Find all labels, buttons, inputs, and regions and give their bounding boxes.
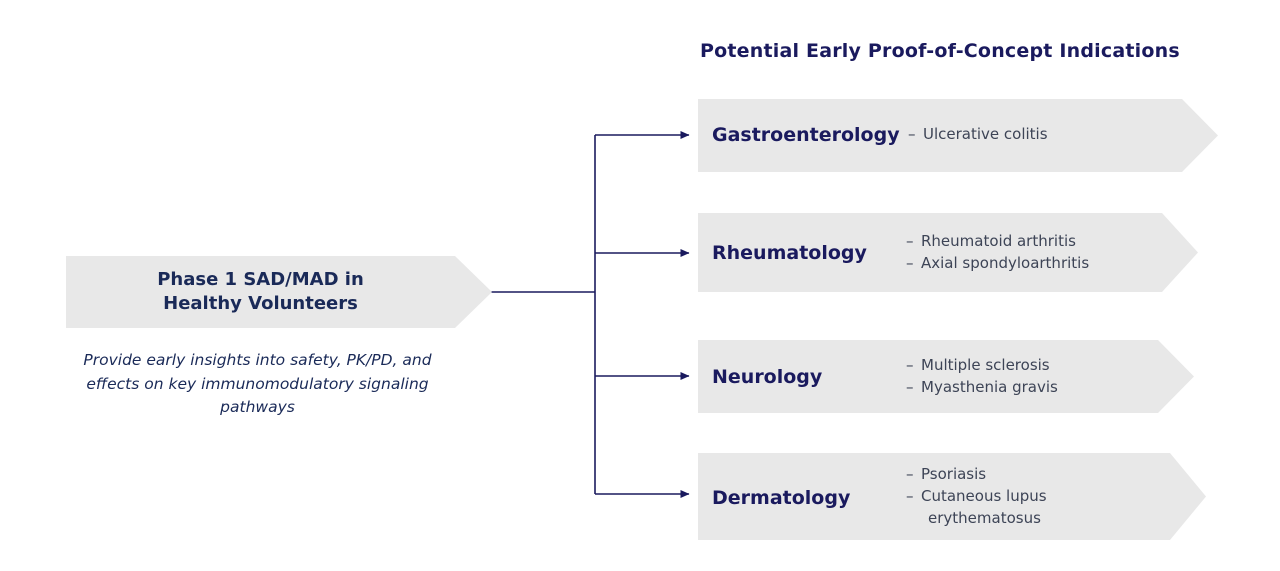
disease-text: Cutaneous lupus: [921, 486, 1047, 505]
phase-1-title-line2: Healthy Volunteers: [163, 293, 358, 314]
disease-item: Multiple sclerosis: [906, 355, 1058, 377]
indication-diseases-dermatology: Psoriasis Cutaneous lupus erythematosus: [906, 464, 1047, 529]
phase-1-caption: Provide early insights into safety, PK/P…: [83, 351, 432, 417]
indication-area-neurology: Neurology: [712, 366, 823, 388]
indication-diseases-gastroenterology: Ulcerative colitis: [908, 124, 1048, 146]
indication-diseases-rheumatology: Rheumatoid arthritis Axial spondyloarthr…: [906, 231, 1089, 275]
disease-text-wrap: erythematosus: [928, 508, 1041, 527]
phase-1-box: Phase 1 SAD/MAD in Healthy Volunteers: [66, 256, 492, 328]
indication-diseases-neurology: Multiple sclerosis Myasthenia gravis: [906, 355, 1058, 399]
disease-item: Axial spondyloarthritis: [906, 253, 1089, 275]
phase-1-title-line1: Phase 1 SAD/MAD in: [157, 268, 364, 290]
disease-item: Rheumatoid arthritis: [906, 231, 1089, 253]
indication-area-dermatology: Dermatology: [712, 487, 851, 509]
disease-item: Cutaneous lupus erythematosus: [906, 486, 1047, 530]
indication-box-neurology: Neurology Multiple sclerosis Myasthenia …: [698, 340, 1194, 413]
disease-item: Myasthenia gravis: [906, 377, 1058, 399]
indication-box-dermatology: Dermatology Psoriasis Cutaneous lupus er…: [698, 453, 1206, 540]
phase-1-label: Phase 1 SAD/MAD in Healthy Volunteers: [66, 256, 455, 328]
disease-item: Ulcerative colitis: [908, 124, 1048, 146]
indication-area-rheumatology: Rheumatology: [712, 242, 867, 264]
indication-box-rheumatology: Rheumatology Rheumatoid arthritis Axial …: [698, 213, 1198, 292]
disease-item: Psoriasis: [906, 464, 1047, 486]
disease-text: Psoriasis: [921, 465, 987, 483]
indication-box-gastroenterology: Gastroenterology Ulcerative colitis: [698, 99, 1218, 172]
indication-area-gastroenterology: Gastroenterology: [712, 124, 900, 146]
page-title: Potential Early Proof-of-Concept Indicat…: [700, 40, 1180, 62]
